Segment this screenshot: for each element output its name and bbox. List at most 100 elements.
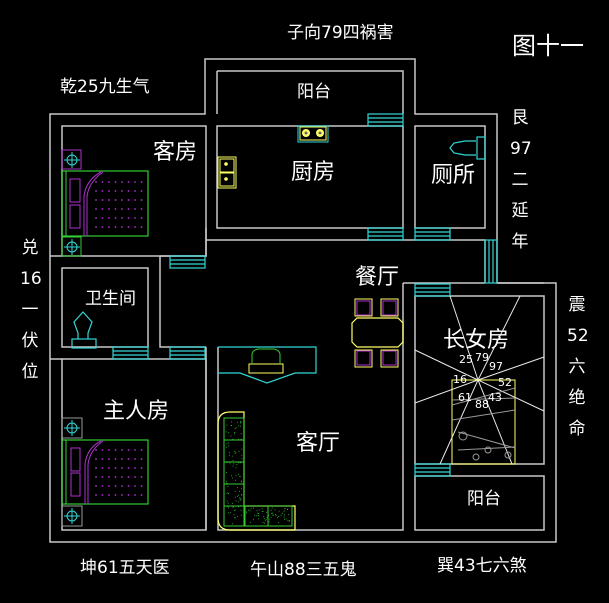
bed-dot — [108, 190, 110, 192]
bed-dot — [128, 217, 130, 219]
sink-icon — [218, 157, 236, 188]
direction-left-char: 16 — [20, 271, 40, 288]
bed-dot — [121, 485, 123, 487]
sofa-texture-dot — [238, 439, 239, 440]
sofa-texture-dot — [253, 508, 254, 509]
sofa-texture-dot — [233, 460, 234, 461]
sofa-texture-dot — [284, 519, 285, 520]
room-label-toilet: 厕所 — [431, 165, 475, 187]
sofa-texture-dot — [264, 523, 265, 524]
bed-dot — [134, 467, 136, 469]
sofa-texture-dot — [254, 515, 255, 516]
sofa-texture-dot — [265, 520, 266, 521]
bed-dot — [134, 449, 136, 451]
sofa-texture-dot — [240, 505, 241, 506]
window-bathroom-door — [113, 347, 148, 359]
bed-dot — [115, 208, 117, 210]
direction-right-top: 艮 97 二 延 年 — [510, 110, 530, 265]
sofa-texture-dot — [226, 483, 227, 484]
sofa-texture-dot — [278, 516, 279, 517]
bed-dot — [134, 199, 136, 201]
bed-dot — [102, 458, 104, 460]
room-label-master-bedroom: 主人房 — [103, 401, 169, 423]
bed-dot — [115, 476, 117, 478]
bed-dot — [141, 449, 143, 451]
sofa-texture-dot — [236, 467, 237, 468]
bed-dot — [95, 467, 97, 469]
bed-dot — [134, 485, 136, 487]
sofa-texture-dot — [226, 472, 227, 473]
bed-dot — [128, 449, 130, 451]
sofa-texture-dot — [235, 510, 236, 511]
sofa-texture-dot — [288, 514, 289, 515]
room-label-eldest-daughter-room: 长女房 — [443, 330, 509, 352]
direction-right-top-char: 二 — [510, 172, 530, 189]
bed-dot — [95, 181, 97, 183]
bed-dot — [115, 217, 117, 219]
sofa-texture-dot — [241, 439, 242, 440]
bed-dot — [121, 199, 123, 201]
compass-number: 43 — [488, 392, 502, 403]
sofa-texture-dot — [230, 512, 231, 513]
sofa-texture-dot — [239, 498, 240, 499]
sofa-texture-dot — [232, 439, 233, 440]
bed-dot — [95, 485, 97, 487]
guest-bed — [62, 150, 148, 256]
sofa-texture-dot — [232, 503, 233, 504]
window-guest-door — [170, 256, 205, 268]
bed-dot — [108, 485, 110, 487]
sofa-texture-dot — [240, 499, 241, 500]
sofa-texture-dot — [259, 509, 260, 510]
sofa-texture-dot — [241, 449, 242, 450]
bed-dot — [141, 226, 143, 228]
bed-dot — [115, 467, 117, 469]
bed-dot — [95, 476, 97, 478]
bed-dot — [95, 458, 97, 460]
bed-dot — [141, 217, 143, 219]
bed-dot — [115, 181, 117, 183]
bed-dot — [102, 476, 104, 478]
room-label-living-room: 客厅 — [296, 433, 340, 455]
bed-dot — [121, 458, 123, 460]
bed-dot — [121, 467, 123, 469]
room-label-dining: 餐厅 — [355, 267, 399, 289]
bed-dot — [95, 217, 97, 219]
window-toilet-bottom — [415, 228, 450, 240]
bed-dot — [102, 449, 104, 451]
sofa-texture-dot — [226, 447, 227, 448]
sofa-texture-dot — [277, 517, 278, 518]
sofa-texture-dot — [289, 520, 290, 521]
sofa-texture-dot — [234, 432, 235, 433]
compass-number: 25 — [459, 354, 473, 365]
sofa-texture-dot — [240, 498, 241, 499]
room-label-guest-room: 客房 — [153, 142, 197, 164]
sofa-texture-dot — [235, 452, 236, 453]
sofa-texture-dot — [239, 491, 240, 492]
corridor-wall — [206, 240, 485, 283]
sofa-texture-dot — [274, 509, 275, 510]
sofa-texture-dot — [269, 519, 270, 520]
bed-dot — [115, 199, 117, 201]
bed-dot — [121, 208, 123, 210]
bed-dot — [121, 226, 123, 228]
bed-dot — [121, 494, 123, 496]
sofa-texture-dot — [246, 511, 247, 512]
sofa-texture-dot — [286, 519, 287, 520]
sofa-texture-dot — [238, 506, 239, 507]
direction-left-char: 一 — [20, 302, 40, 319]
direction-bottom-right: 巽43七六煞 — [437, 558, 527, 575]
sofa-texture-dot — [257, 513, 258, 514]
direction-left-char: 位 — [20, 364, 40, 381]
sofa-texture-dot — [227, 443, 228, 444]
bed-dot — [108, 181, 110, 183]
sofa-texture-dot — [228, 513, 229, 514]
direction-right-bottom: 震 52 六 绝 命 — [567, 297, 587, 452]
sofa-texture-dot — [248, 510, 249, 511]
sofa-texture-dot — [276, 515, 277, 516]
sofa-texture-dot — [231, 425, 232, 426]
bed-dot — [128, 181, 130, 183]
bed-dot — [121, 476, 123, 478]
sofa-texture-dot — [262, 511, 263, 512]
direction-right-top-char: 艮 — [510, 110, 530, 127]
sofa-texture-dot — [233, 466, 234, 467]
